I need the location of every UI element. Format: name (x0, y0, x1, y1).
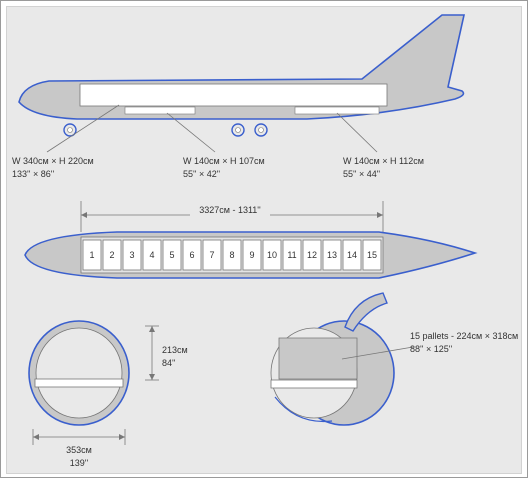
pallet-slot (142, 239, 162, 271)
pallet-number: 2 (109, 250, 114, 260)
pallet-slot (102, 239, 122, 271)
pallet-number: 1 (89, 250, 94, 260)
pallet-slot (242, 239, 262, 271)
aft-door-size-label: W 140см × H 112см (343, 156, 424, 166)
forward-lower-door (124, 106, 196, 115)
cargo-floor (34, 378, 124, 388)
width-in-label: 139'' (70, 458, 89, 468)
leader-line (341, 346, 414, 360)
forward-door-size-label: W 140см × H 107см (183, 156, 265, 166)
pallet-capacity-inches: 88'' × 125'' (410, 344, 452, 354)
pallet-number: 6 (189, 250, 194, 260)
width-cm-label: 353см (66, 445, 92, 455)
cargo-aircraft-diagram: W 340см × H 220см 133'' × 86'' W 140см ×… (12, 14, 518, 468)
pallet-slot (122, 239, 142, 271)
pallet-number: 7 (209, 250, 214, 260)
cargo-floor (270, 379, 358, 389)
cargo-pallet-block (278, 337, 358, 380)
main-door-size-inches: 133'' × 86'' (12, 169, 54, 179)
fuselage-cross-section: 213см 84'' 353см 139'' (28, 320, 188, 468)
pallet-number: 11 (287, 250, 296, 260)
pallet-number: 4 (149, 250, 154, 260)
pallet-number: 5 (169, 250, 174, 260)
leader-line (166, 112, 216, 153)
pallet-slot (222, 239, 242, 271)
pallet-slot (202, 239, 222, 271)
fuselage-length-label: 3327см - 1311'' (199, 205, 261, 215)
pallet-slot (322, 239, 342, 271)
pallet-slot (182, 239, 202, 271)
fuselage-inner-cabin (35, 327, 123, 419)
pallet-number: 3 (129, 250, 134, 260)
pallet-slot (342, 239, 362, 271)
leader-line (336, 112, 378, 153)
forward-door-size-inches: 55'' × 42'' (183, 169, 220, 179)
leader-line (46, 104, 120, 153)
pallet-number: 12 (307, 250, 317, 260)
aft-door-size-inches: 55'' × 44'' (343, 169, 380, 179)
pallet-slot (362, 239, 382, 271)
nose-door-lower-edge (274, 396, 333, 423)
side-view: W 340см × H 220см 133'' × 86'' W 140см ×… (12, 14, 465, 179)
pallet-slot (162, 239, 182, 271)
pallet-slot (302, 239, 322, 271)
landing-gear (63, 123, 268, 137)
pallet-slot (282, 239, 302, 271)
main-deck-door-outline (79, 83, 388, 107)
pallet-number: 10 (267, 250, 277, 260)
pallet-number: 15 (367, 250, 377, 260)
pallet-slot (82, 239, 102, 271)
pallet-number: 8 (229, 250, 234, 260)
nose-cargo-door-view: 15 pallets - 224см × 318см 88'' × 125'' (270, 292, 518, 426)
aft-lower-door (294, 106, 380, 115)
main-door-size-label: W 340см × H 220см (12, 156, 94, 166)
pallet-number: 9 (249, 250, 254, 260)
height-in-label: 84'' (162, 358, 176, 368)
nose-door-open (344, 292, 388, 332)
pallet-number: 14 (347, 250, 357, 260)
pallet-slot (262, 239, 282, 271)
height-cm-label: 213см (162, 345, 188, 355)
pallet-capacity-label: 15 pallets - 224см × 318см (410, 331, 518, 341)
diagram-panel: W 340см × H 220см 133'' × 86'' W 140см ×… (6, 6, 522, 474)
pallet-number: 13 (327, 250, 337, 260)
